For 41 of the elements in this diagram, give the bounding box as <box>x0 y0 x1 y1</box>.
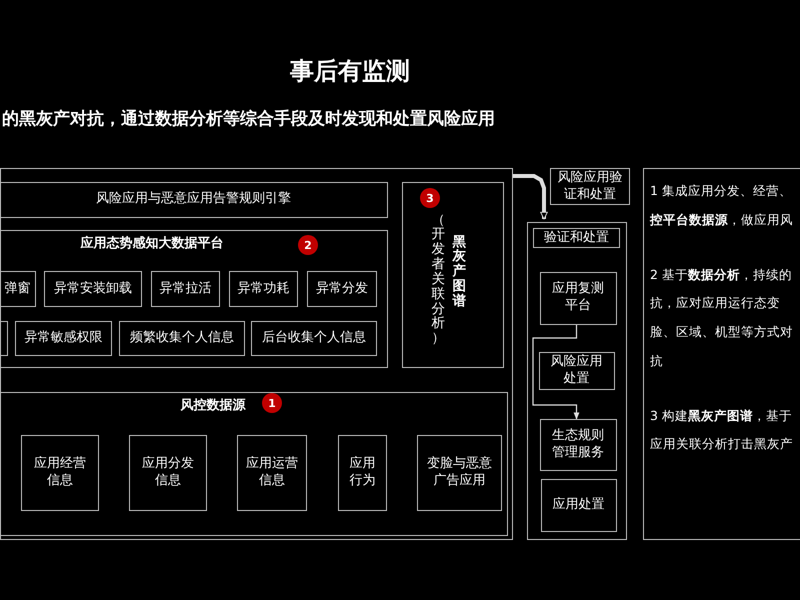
note-text: 2 基于数据分析，持续的抗，应对应用运行态变脸、区域、机型等方式对抗 <box>650 266 794 370</box>
process-box: 后台收集个人信息 <box>251 321 377 356</box>
process-box: 异常敏感权限 <box>15 321 112 356</box>
subtitle: 的黑灰产对抗，通过数据分析等综合手段及时发现和处置风险应用 <box>2 108 495 130</box>
title: 事后有监测 <box>289 56 411 87</box>
process-box: 异常安装卸载 <box>44 271 142 307</box>
arrow <box>513 174 548 220</box>
process-box: 变脸与恶意广告应用 <box>417 435 502 511</box>
note-text: 1 集成应用分发、经营、控平台数据源，做应用风 <box>650 182 794 229</box>
vertical-note: （开发者关联分析） <box>432 212 445 346</box>
process-box: 应用处置 <box>540 478 616 532</box>
vertical-heading: 黑灰产图谱 <box>452 234 466 309</box>
process-box: 应用运营信息 <box>237 435 307 511</box>
process-box: 风险应用处置 <box>538 352 614 390</box>
process-box: 应用经营信息 <box>21 435 99 511</box>
section-heading: 应用态势感知大数据平台 <box>80 234 224 252</box>
process-box: 应用分发信息 <box>129 435 207 511</box>
process-box: 应用复测平台 <box>540 272 616 324</box>
process-box <box>0 321 8 356</box>
graph-panel <box>402 182 504 368</box>
step-label: 风险应用验证和处置 <box>550 168 630 205</box>
process-box: 异常拉活 <box>151 271 220 307</box>
callout-number: 1 <box>262 393 282 413</box>
process-box: 异常功耗 <box>229 271 298 307</box>
process-box: 频繁收集个人信息 <box>119 321 245 356</box>
section-heading: 风控数据源 <box>180 396 246 414</box>
notes-panel <box>643 168 800 540</box>
data-source-panel <box>0 392 508 536</box>
process-box: 异常分发 <box>307 271 377 307</box>
process-box: 应用行为 <box>338 435 387 511</box>
verification-panel <box>527 222 627 540</box>
note-text: 3 构建黑灰产图谱，基于应用关联分析打击黑灰产 <box>650 406 794 454</box>
callout-number: 3 <box>420 188 440 208</box>
process-box: 风险应用与恶意应用告警规则引擎 <box>0 182 388 218</box>
process-box: 生态规则管理服务 <box>540 418 616 470</box>
platform-panel <box>0 230 388 368</box>
process-box: 弹窗 <box>0 271 36 307</box>
callout-number: 2 <box>298 235 318 255</box>
section-heading: 验证和处置 <box>533 228 620 248</box>
panel-frame <box>0 168 513 540</box>
arrow <box>532 325 580 420</box>
